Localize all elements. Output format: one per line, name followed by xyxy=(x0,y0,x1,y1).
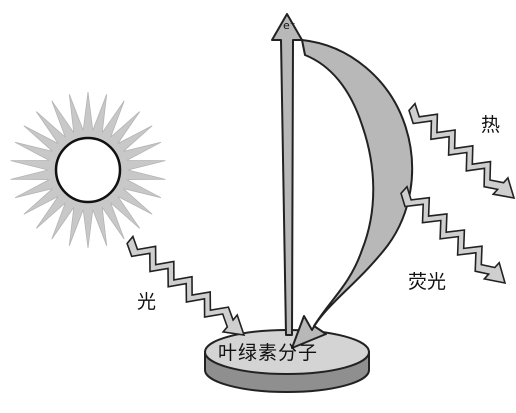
electron-excitation-arrow xyxy=(272,14,302,335)
sun-disc xyxy=(56,138,120,202)
fluorescence-wave-arrow xyxy=(401,187,505,283)
fluorescence-label: 荧光 xyxy=(408,273,446,292)
molecule-label: 叶绿素分子 xyxy=(218,344,318,363)
electron-label: e⁻ xyxy=(283,20,296,31)
light-wave-arrow xyxy=(127,237,244,336)
sun-icon xyxy=(11,92,166,248)
energy-return-arrow xyxy=(292,40,412,348)
light-label: 光 xyxy=(137,293,156,312)
heat-label: 热 xyxy=(481,116,500,135)
